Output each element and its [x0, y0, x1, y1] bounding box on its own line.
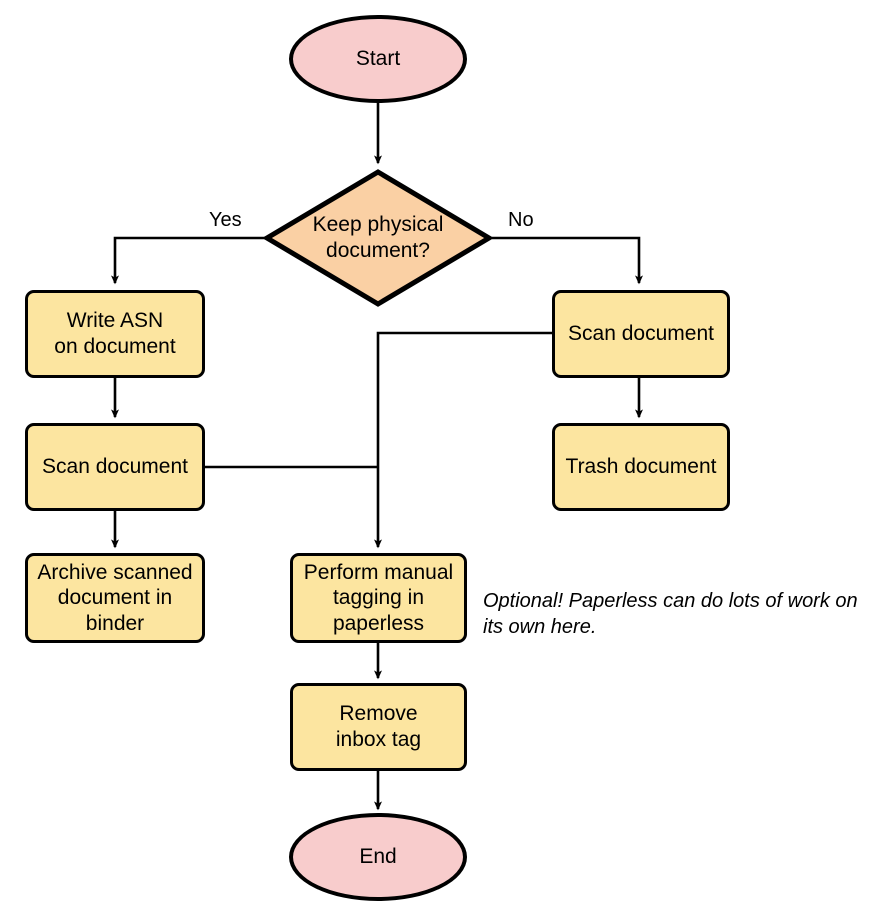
node-write-asn-label: Write ASN on document	[54, 309, 176, 358]
node-manual-tagging[interactable]: Perform manual tagging in paperless	[290, 553, 467, 643]
node-scan-document-right[interactable]: Scan document	[552, 290, 730, 378]
node-scan-document-right-label: Scan document	[568, 322, 714, 346]
node-end[interactable]: End	[289, 813, 467, 901]
node-start[interactable]: Start	[289, 15, 467, 103]
node-scan-document-left[interactable]: Scan document	[25, 423, 205, 511]
node-archive-in-binder-label: Archive scanned document in binder	[37, 560, 193, 635]
edge-decision-yes-to-write-asn	[111, 236, 265, 285]
edge-decision-no-to-scan-right	[492, 236, 643, 285]
diamond-shape	[264, 169, 492, 307]
node-keep-physical-document-label: Keep physical document?	[312, 213, 444, 262]
node-scan-document-left-label: Scan document	[42, 455, 188, 479]
edge-label-yes: Yes	[209, 209, 242, 231]
node-remove-inbox-tag[interactable]: Remove inbox tag	[290, 683, 467, 771]
node-manual-tagging-label: Perform manual tagging in paperless	[303, 560, 454, 635]
node-end-label: End	[359, 845, 397, 869]
node-archive-in-binder[interactable]: Archive scanned document in binder	[25, 553, 205, 643]
node-remove-inbox-tag-label: Remove inbox tag	[335, 702, 422, 751]
node-keep-physical-document[interactable]: Keep physical document?	[264, 169, 492, 307]
node-trash-document-label: Trash document	[565, 455, 717, 479]
node-write-asn[interactable]: Write ASN on document	[25, 290, 205, 378]
node-trash-document[interactable]: Trash document	[552, 423, 730, 511]
node-start-label: Start	[355, 47, 401, 71]
edge-label-no: No	[508, 209, 534, 231]
edge-scan-right-to-manual-tagging	[374, 331, 552, 549]
annotation-optional-note: Optional! Paperless can do lots of work …	[483, 590, 858, 639]
